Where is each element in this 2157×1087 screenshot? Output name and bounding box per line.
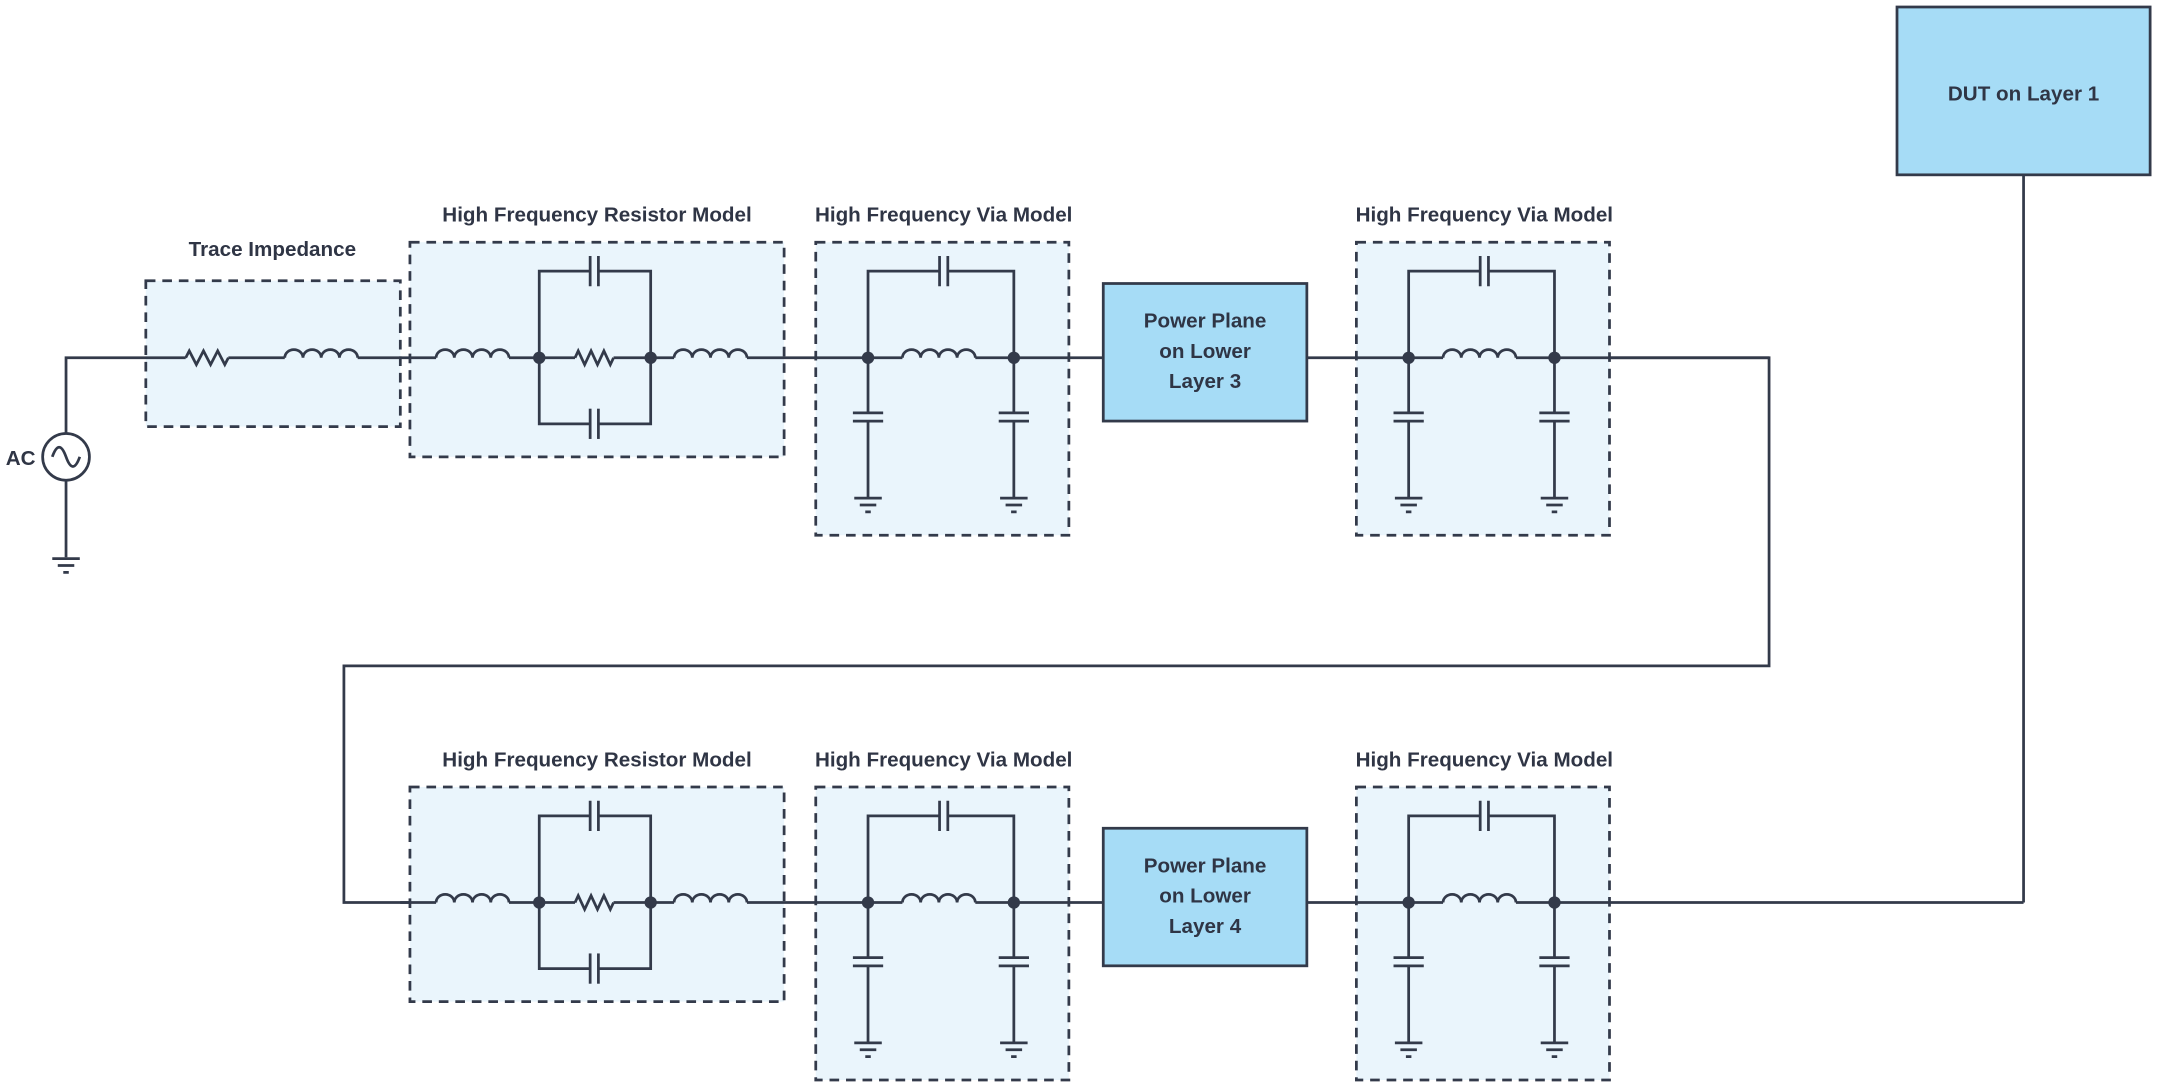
inductor-icon [1441,348,1518,358]
capacitor-icon [1478,800,1490,832]
junction-dot [861,351,875,364]
capacitor-icon [588,255,600,287]
resistor-zigzag [573,892,615,913]
sine-wave [50,445,82,468]
via-model-label: High Frequency Via Model [1356,748,1613,771]
capacitor-icon [1478,255,1490,287]
ac-source-label: AC [6,447,36,470]
via-model-label: High Frequency Via Model [815,204,1072,227]
inductor-icon [434,348,511,358]
ground-icon [1394,496,1423,514]
ground-icon [1000,496,1028,514]
wire [64,356,186,434]
wire [537,902,591,970]
ground-icon [1000,1041,1028,1058]
junction-dot [1007,351,1021,364]
junction-dot [1402,896,1415,909]
inductor-icon [672,348,749,358]
wire [537,269,591,358]
power-plane-label: on Lower [1159,340,1251,363]
wire [598,357,653,426]
dut-block [1895,5,2152,177]
wire [1407,814,1481,903]
resistor-zigzag [184,347,230,368]
ac-source-icon [41,432,91,482]
wire [947,269,1016,358]
ground-icon [1394,1041,1423,1058]
junction-dot [861,896,875,909]
via-model-label: High Frequency Via Model [1356,204,1613,227]
via-model-box [1355,240,1611,537]
inductor-icon [901,892,977,903]
wire [537,357,591,426]
junction-dot [644,896,657,909]
wire [947,814,1016,903]
capacitor-icon [588,953,600,984]
power-plane-label: Power Plane [1144,310,1267,333]
power-plane-label: Layer 4 [1169,915,1242,938]
inductor-icon [1441,892,1518,903]
junction-dot [1548,351,1561,364]
junction-dot [644,351,657,364]
capacitor-icon [938,255,950,287]
wire [1407,269,1481,358]
inductor-icon [283,348,360,358]
power-plane-label: Layer 3 [1169,370,1241,393]
via-model-box [1355,785,1611,1082]
wire [866,269,940,358]
inductor-icon [901,348,977,358]
ground-icon [52,557,80,574]
power-plane-block [1101,826,1309,968]
capacitor-icon [588,408,600,439]
wire [598,902,653,970]
inductor-icon [434,892,511,903]
ground-icon [1540,496,1569,514]
inductor-icon [672,892,749,903]
capacitor-icon [588,800,600,832]
wire [537,814,591,903]
resistor-icon [184,347,230,368]
wire [598,814,653,903]
via-model-box [814,785,1071,1082]
junction-dot [1402,351,1415,364]
junction-dot [533,896,546,909]
junction-dot [1548,896,1561,909]
resistor-zigzag [573,347,615,368]
wire [866,814,940,903]
capacitor-icon [938,800,950,832]
via-model-label: High Frequency Via Model [815,748,1072,771]
ground-icon [854,1041,882,1058]
resistor-icon [573,892,615,913]
power-plane-block [1101,282,1309,423]
junction-dot [533,351,546,364]
wire [1488,269,1556,358]
resistor-icon [573,347,615,368]
power-plane-label: Power Plane [1144,854,1267,877]
dut-label: DUT on Layer 1 [1948,83,2099,106]
via-model-box [814,240,1071,537]
trace-impedance-label: Trace Impedance [189,238,356,261]
junction-dot [1007,896,1021,909]
ground-icon [1540,1041,1569,1058]
trace-impedance-box [144,279,402,428]
power-plane-label: on Lower [1159,885,1251,908]
resistor-model-label: High Frequency Resistor Model [442,204,751,227]
ground-icon [854,496,882,514]
resistor-model-label: High Frequency Resistor Model [442,748,751,771]
wire [1488,814,1556,903]
wire [598,269,653,358]
return-wire [342,356,1771,904]
